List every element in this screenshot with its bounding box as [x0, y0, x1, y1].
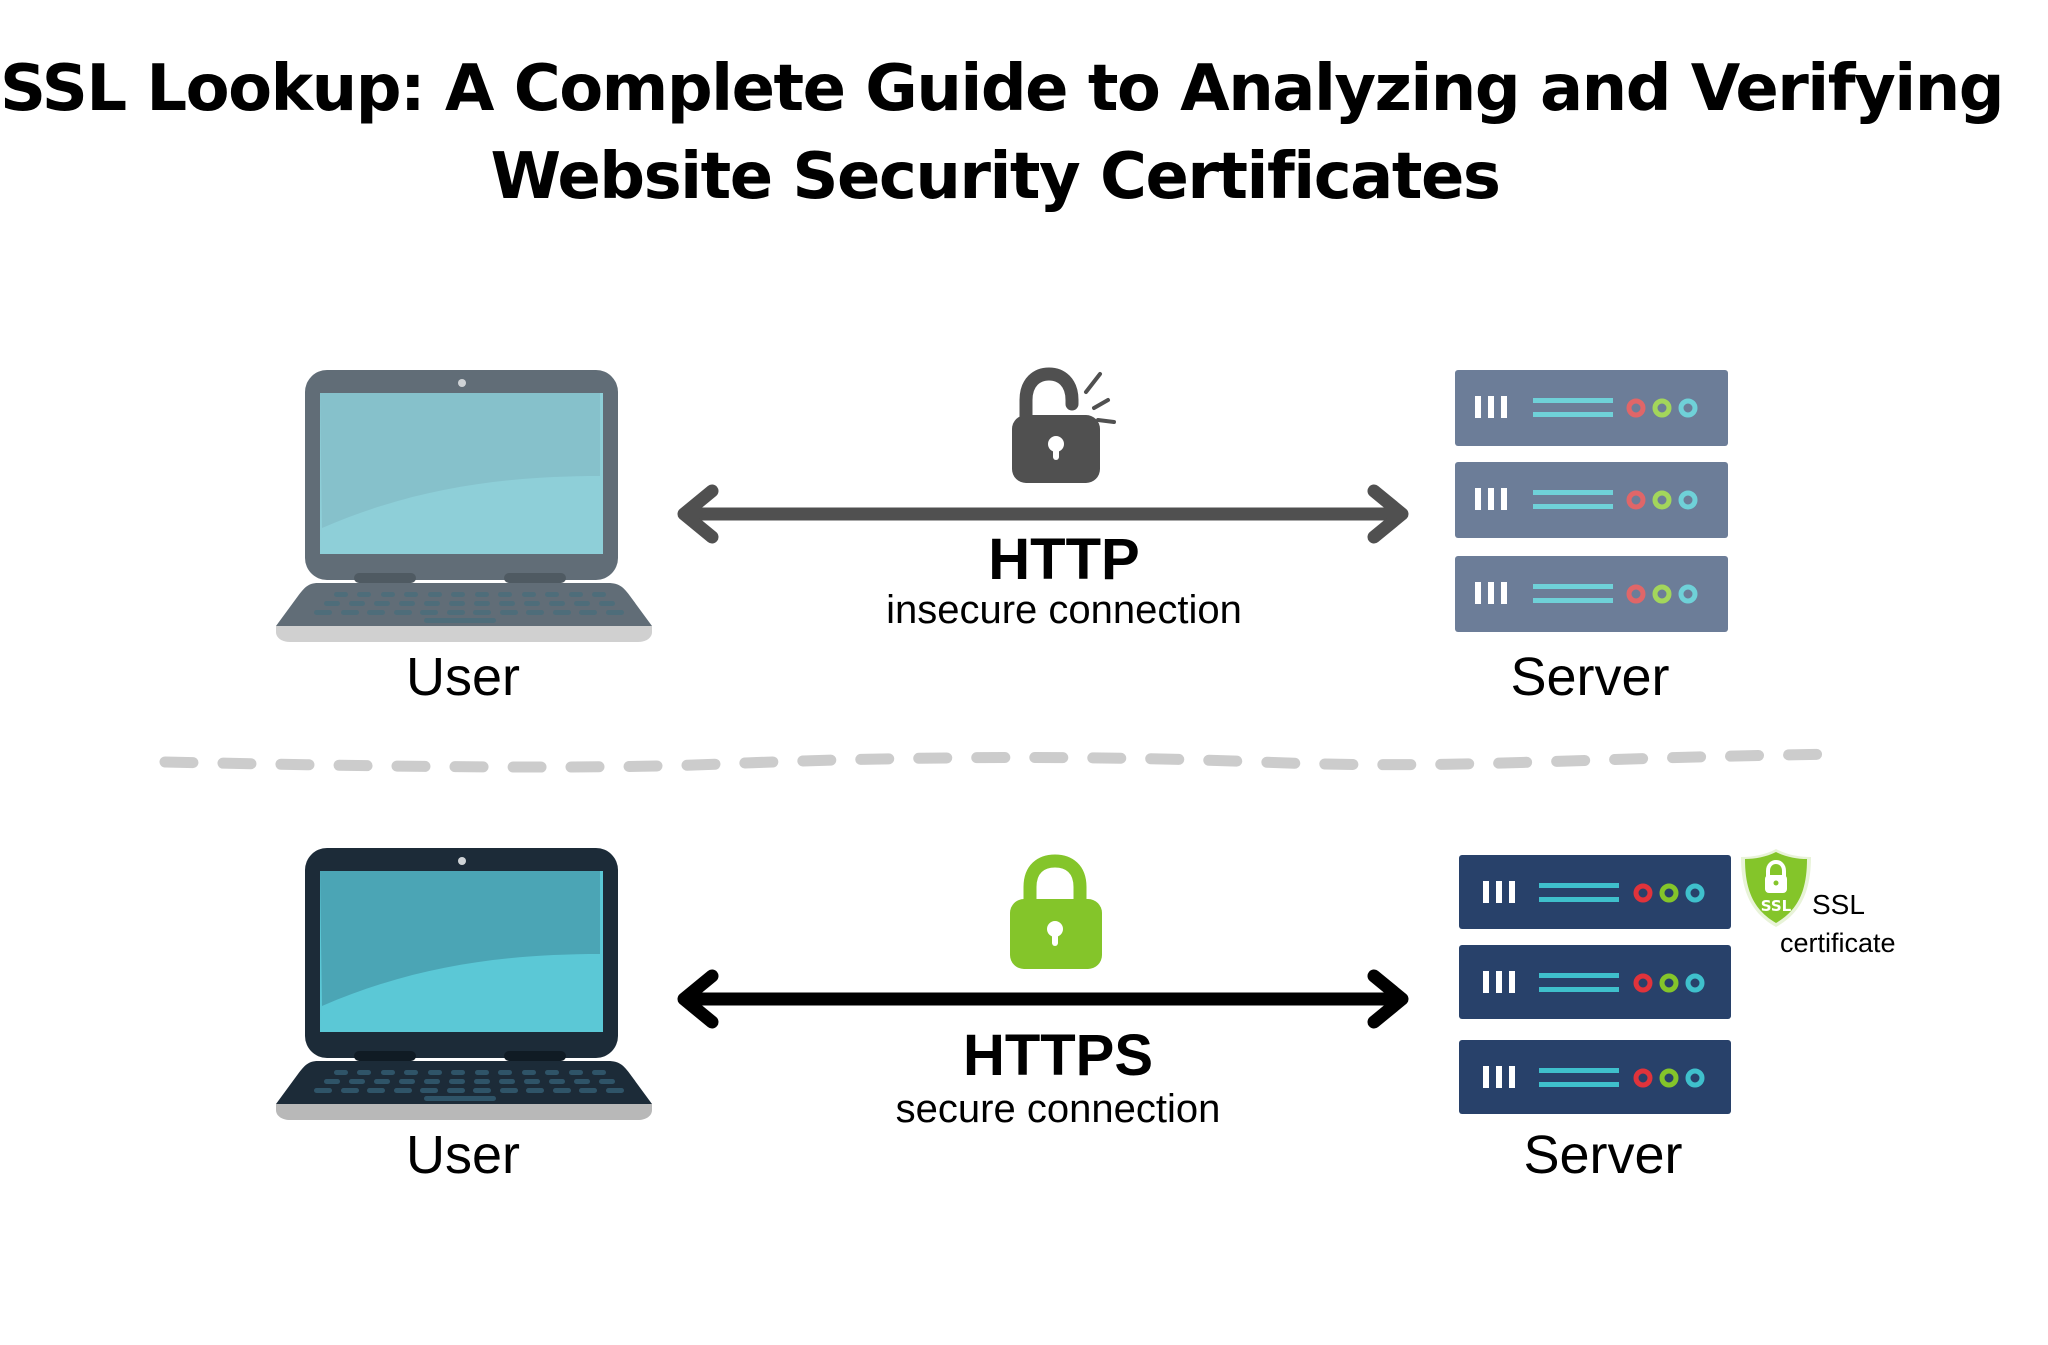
connection-description-secure: secure connection	[895, 1087, 1221, 1131]
server-stack-icon	[1455, 370, 1728, 632]
server-unit	[1459, 945, 1731, 1019]
protocol-label-https: HTTPS	[962, 1023, 1154, 1088]
server-unit	[1455, 370, 1728, 446]
certificate-label: certificate	[1780, 928, 1896, 958]
page-title-line-2: Website Security Certificates	[490, 140, 1501, 214]
ssl-shield-text: SSL	[1761, 897, 1792, 915]
keyboard-keys	[314, 1070, 624, 1101]
page-title-line-1: SSL Lookup: A Complete Guide to Analyzin…	[0, 52, 2005, 126]
protocol-label-http: HTTP	[988, 527, 1140, 592]
connection-description-insecure: insecure connection	[886, 588, 1242, 632]
bidirectional-arrow-insecure	[677, 484, 1409, 544]
bidirectional-arrow-secure	[677, 969, 1409, 1029]
laptop-icon	[276, 848, 652, 1120]
locked-padlock-icon	[1010, 854, 1102, 969]
server-stack-icon	[1459, 855, 1731, 1114]
server-unit	[1459, 1040, 1731, 1114]
ssl-label: SSL	[1812, 889, 1865, 920]
user-label: User	[405, 1125, 521, 1185]
server-unit	[1459, 855, 1731, 929]
server-unit	[1455, 462, 1728, 538]
server-label: Server	[1510, 647, 1670, 707]
laptop-icon	[276, 370, 652, 642]
unlocked-padlock-icon	[1012, 367, 1116, 483]
keyboard-keys	[314, 592, 624, 623]
section-divider	[159, 748, 1846, 773]
ssl-shield-icon: SSL	[1741, 849, 1811, 927]
user-label: User	[405, 647, 521, 707]
server-label: Server	[1523, 1125, 1683, 1185]
server-unit	[1455, 556, 1728, 632]
